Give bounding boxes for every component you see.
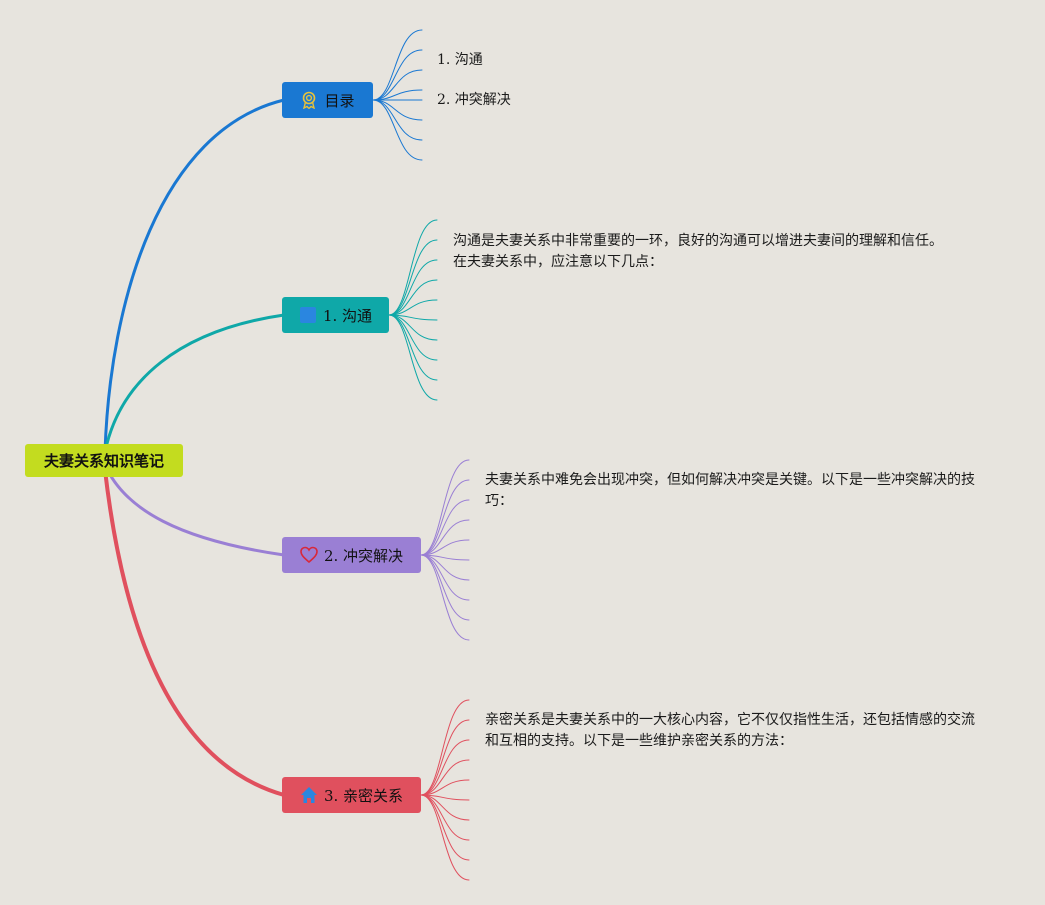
- connector-root-toc: [103, 98, 286, 454]
- connector-toc-leaf: [372, 99, 423, 161]
- toc-item[interactable]: 1. 沟通: [437, 52, 483, 68]
- connector-toc-leaf: [372, 99, 423, 141]
- connector-root-intimacy: [103, 468, 286, 797]
- heart-outline-icon: [300, 546, 318, 564]
- connector-toc-leaf: [372, 29, 423, 101]
- connector-conflict-leaf: [420, 459, 470, 556]
- connector-communication-leaf: [388, 219, 438, 316]
- toc-item[interactable]: 2. 冲突解决: [437, 92, 511, 108]
- branch-label-communication: 1. 沟通: [322, 306, 373, 325]
- connector-root-communication: [103, 313, 286, 454]
- award-ribbon-icon: [300, 91, 318, 109]
- connector-intimacy-leaf: [420, 794, 470, 881]
- communication-text: 沟通是夫妻关系中非常重要的一环，良好的沟通可以增进夫妻间的理解和信任。 在夫妻关…: [453, 233, 943, 270]
- connector-communication-leaf: [388, 259, 438, 316]
- connector-intimacy-leaf: [420, 699, 470, 796]
- branch-label-intimacy: 3. 亲密关系: [323, 786, 404, 805]
- connector-communication-leaf: [388, 314, 438, 401]
- connector-conflict-leaf: [420, 554, 470, 641]
- blue-square-icon: [299, 306, 317, 324]
- connector-conflict-leaf: [420, 539, 470, 556]
- connector-toc-leaf: [372, 69, 423, 101]
- branch-toc[interactable]: 目录: [282, 82, 373, 118]
- connector-communication-leaf: [388, 314, 438, 381]
- connector-intimacy-leaf: [420, 779, 470, 796]
- connector-communication-leaf: [388, 299, 438, 316]
- connector-conflict-leaf: [420, 519, 470, 556]
- root-label: 夫妻关系知识笔记: [43, 452, 164, 470]
- branch-label-toc: 目录: [324, 91, 355, 110]
- house-icon: [300, 786, 318, 804]
- connector-intimacy-leaf: [420, 794, 470, 861]
- connector-conflict-leaf: [420, 554, 470, 621]
- connector-conflict-leaf: [420, 499, 470, 556]
- connector-conflict-leaf: [420, 479, 470, 556]
- connector-intimacy-leaf: [420, 759, 470, 796]
- connector-intimacy-leaf: [420, 739, 470, 796]
- branch-intimacy[interactable]: 3. 亲密关系: [282, 777, 421, 813]
- branch-label-conflict: 2. 冲突解决: [323, 546, 404, 565]
- connector-communication-leaf: [388, 239, 438, 316]
- root-node[interactable]: 夫妻关系知识笔记: [25, 444, 183, 477]
- connector-toc-leaf: [372, 49, 423, 101]
- connector-intimacy-leaf: [420, 719, 470, 796]
- intimacy-text: 亲密关系是夫妻关系中的一大核心内容，它不仅仅指性生活，还包括情感的交流 和互相的…: [485, 712, 975, 749]
- branch-communication[interactable]: 1. 沟通: [282, 297, 389, 333]
- branch-conflict[interactable]: 2. 冲突解决: [282, 537, 421, 573]
- connector-conflict-leaf: [420, 554, 470, 601]
- connector-intimacy-leaf: [420, 794, 470, 841]
- connector-root-conflict: [103, 463, 286, 557]
- conflict-text: 夫妻关系中难免会出现冲突，但如何解决冲突是关键。以下是一些冲突解决的技 巧：: [485, 472, 975, 509]
- connector-communication-leaf: [388, 279, 438, 316]
- connector-communication-leaf: [388, 314, 438, 361]
